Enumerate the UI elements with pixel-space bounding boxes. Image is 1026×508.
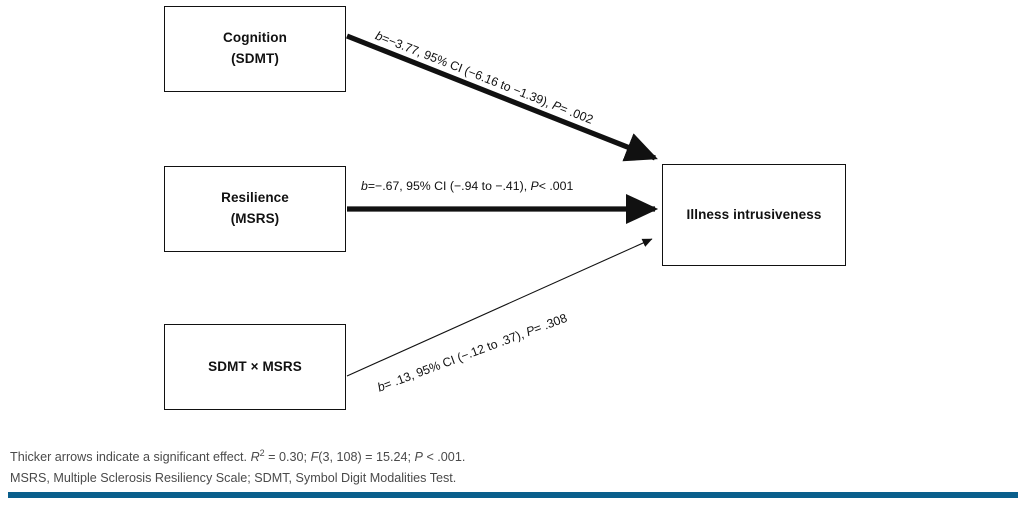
path-label-resilience-to-outcome: b=−.67, 95% CI (−.94 to −.41), P< .001 [361, 179, 573, 193]
footnote-f-value: (3, 108) = 15.24; [318, 450, 415, 465]
path-label-b-b-symbol: b [361, 179, 368, 193]
footnote-p-value: < .001. [422, 450, 466, 465]
footnote-r-value: = 0.30; [264, 450, 311, 465]
node-label-resilience-line1: Resilience [221, 190, 289, 206]
figure-footnote: Thicker arrows indicate a significant ef… [10, 443, 910, 489]
footnote-r-exponent: 2 [259, 448, 265, 458]
node-box-interaction: SDMT × MSRS [164, 324, 346, 410]
footnote-p-symbol: P [414, 450, 423, 465]
node-label-cognition-line1: Cognition [223, 30, 287, 46]
node-label-interaction-line1: SDMT × MSRS [208, 358, 302, 374]
footnote-line-1: Thicker arrows indicate a significant ef… [10, 443, 910, 468]
node-box-illness-intrusiveness: Illness intrusiveness [662, 164, 846, 266]
node-box-cognition: Cognition (SDMT) [164, 6, 346, 92]
path-label-b-p-value: < .001 [538, 179, 574, 193]
node-label-resilience-line2: (MSRS) [230, 211, 280, 226]
path-label-b-p-symbol: P [530, 179, 539, 193]
footnote-f-symbol: F [310, 450, 319, 465]
bottom-accent-bar [8, 492, 1018, 498]
node-label-outcome-line1: Illness intrusiveness [686, 206, 822, 222]
footnote-r-symbol: R [250, 450, 260, 465]
footnote-line1-lead: Thicker arrows indicate a significant ef… [10, 450, 251, 465]
arrow-cognition-to-outcome [346, 33, 658, 162]
node-box-resilience: Resilience (MSRS) [164, 166, 346, 252]
footnote-line-2: MSRS, Multiple Sclerosis Resiliency Scal… [10, 471, 457, 486]
path-label-b-estimate: =−.67, 95% CI (−.94 to −.41), [367, 179, 531, 193]
arrow-interaction-to-outcome [346, 238, 653, 377]
node-label-cognition-line2: (SDMT) [231, 51, 279, 66]
